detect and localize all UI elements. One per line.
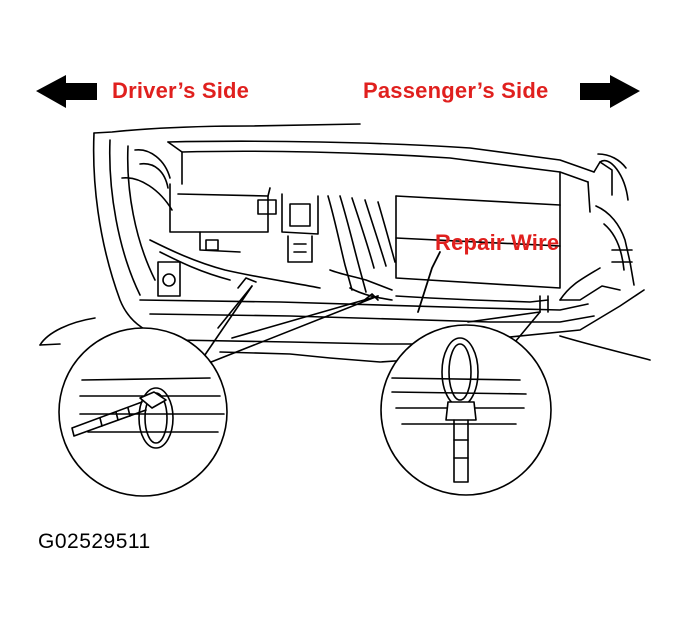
dashboard-structure xyxy=(39,123,651,363)
figure-code: G02529511 xyxy=(38,530,151,553)
arrow-left-icon xyxy=(36,75,97,108)
passenger-side-label: Passenger’s Side xyxy=(363,78,549,103)
driver-side-label: Driver’s Side xyxy=(112,78,250,103)
left-detail-circle xyxy=(58,327,228,497)
right-detail-circle xyxy=(380,324,552,496)
arrow-right-icon xyxy=(580,75,640,108)
callout-leaders xyxy=(195,285,541,369)
repair-wire-label: Repair Wire xyxy=(435,230,560,255)
